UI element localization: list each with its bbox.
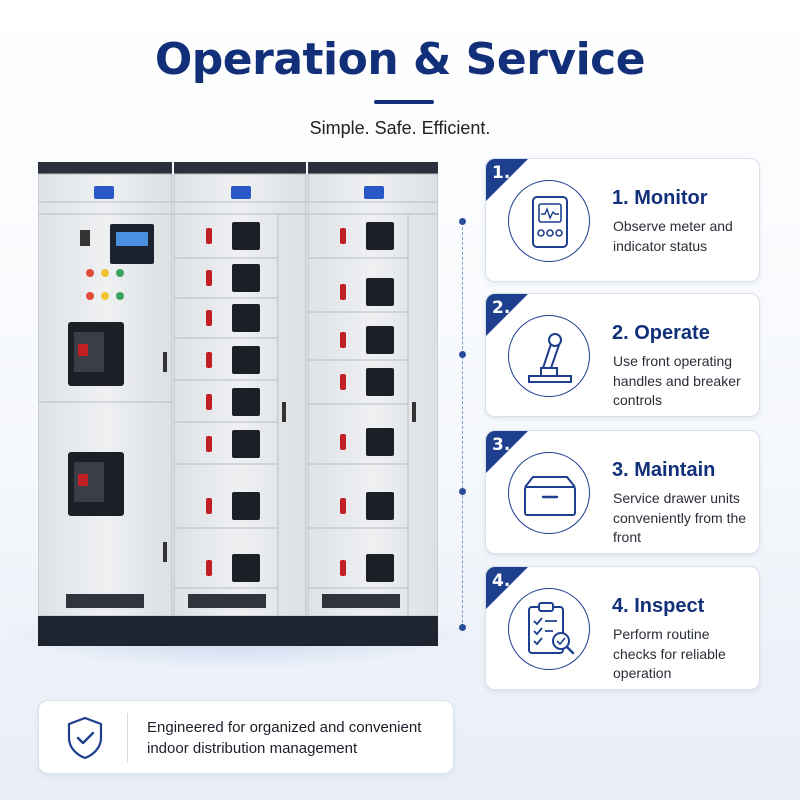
steps-timeline xyxy=(462,222,463,628)
step-title: 1. Monitor xyxy=(612,187,708,209)
step-card-inspect: 4. 4. Inspect Perform routine checks for… xyxy=(485,566,760,690)
step-description: Service drawer units conveniently from t… xyxy=(613,490,747,545)
step-description: Observe meter and indicator status xyxy=(613,218,733,254)
step-description: Perform routine checks for reliable oper… xyxy=(613,626,726,681)
step-badge-number: 4. xyxy=(492,571,511,591)
drawer-unit-icon xyxy=(508,452,590,534)
step-card-operate: 2. 2. Operate Use front operating handle… xyxy=(485,293,760,417)
info-banner: Engineered for organized and convenient … xyxy=(38,700,454,774)
step-title: 3. Maintain xyxy=(612,459,716,481)
page-subtitle: Simple. Safe. Efficient. xyxy=(309,118,491,138)
title-underline xyxy=(374,100,434,104)
clipboard-inspect-icon xyxy=(508,588,590,670)
timeline-dot xyxy=(459,218,466,225)
step-description: Use front operating handles and breaker … xyxy=(613,353,741,408)
monitor-meter-icon xyxy=(508,180,590,262)
switchgear-illustration xyxy=(38,162,438,646)
banner-divider xyxy=(127,713,128,763)
timeline-dot xyxy=(459,488,466,495)
shield-check-icon xyxy=(67,716,103,760)
step-badge-number: 2. xyxy=(492,298,511,318)
step-card-monitor: 1. 1. Monitor Observe meter and indicato… xyxy=(485,158,760,282)
step-badge-number: 1. xyxy=(492,163,511,183)
timeline-dot xyxy=(459,624,466,631)
step-title: 2. Operate xyxy=(612,322,710,344)
step-badge-number: 3. xyxy=(492,435,511,455)
page-title: Operation & Service xyxy=(154,34,646,85)
timeline-dot xyxy=(459,351,466,358)
operating-handle-icon xyxy=(508,315,590,397)
banner-text: Engineered for organized and convenient … xyxy=(147,719,422,757)
step-title: 4. Inspect xyxy=(612,595,705,617)
step-card-maintain: 3. 3. Maintain Service drawer units conv… xyxy=(485,430,760,554)
